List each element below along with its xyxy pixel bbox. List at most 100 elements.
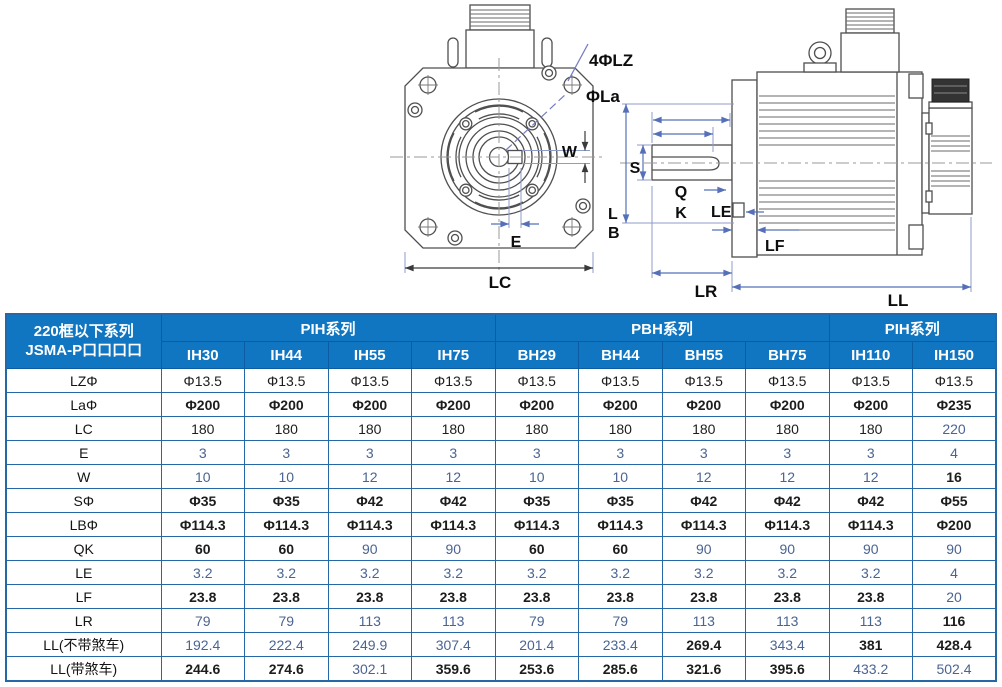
table-cell: 79 xyxy=(578,608,663,633)
table-cell: Φ35 xyxy=(244,488,329,513)
table-cell: 3 xyxy=(494,440,579,465)
model-header: IH44 xyxy=(244,341,329,369)
table-cell: Φ200 xyxy=(578,392,663,417)
table-cell: 23.8 xyxy=(327,584,412,609)
table-cell: Φ13.5 xyxy=(745,368,830,393)
table-cell: Φ35 xyxy=(494,488,579,513)
front-connector xyxy=(447,4,553,69)
dim-lr xyxy=(651,186,733,292)
table-cell: 90 xyxy=(411,536,496,561)
table-cell: Φ13.5 xyxy=(244,368,329,393)
table-cell: 79 xyxy=(160,608,245,633)
label-k-dim: K xyxy=(675,205,687,222)
label-lr-dim: LR xyxy=(695,282,718,301)
table-cell: 79 xyxy=(244,608,329,633)
table-cell: 269.4 xyxy=(661,632,746,657)
table-cell: Φ114.3 xyxy=(327,512,412,537)
label-b-dim: B xyxy=(608,225,620,242)
table-cell: Φ114.3 xyxy=(494,512,579,537)
table-cell: Φ42 xyxy=(828,488,913,513)
table-cell: 3 xyxy=(745,440,830,465)
flange-screws xyxy=(459,117,539,197)
table-cell: Φ114.3 xyxy=(578,512,663,537)
motor-side-view xyxy=(620,8,992,292)
table-cell: 433.2 xyxy=(828,656,913,682)
table-cell: 23.8 xyxy=(244,584,329,609)
table-cell: 12 xyxy=(661,464,746,489)
row-label: LE xyxy=(5,560,162,585)
table-cell: 113 xyxy=(661,608,746,633)
table-cell: 23.8 xyxy=(494,584,579,609)
table-cell: 23.8 xyxy=(661,584,746,609)
table-cell: Φ235 xyxy=(912,392,997,417)
table-cell: 249.9 xyxy=(327,632,412,657)
row-label: LC xyxy=(5,416,162,441)
table-cell: Φ55 xyxy=(912,488,997,513)
table-cell: 274.6 xyxy=(244,656,329,682)
table-cell: Φ13.5 xyxy=(411,368,496,393)
table-cell: 302.1 xyxy=(327,656,412,682)
table-cell: 90 xyxy=(912,536,997,561)
table-cell: Φ200 xyxy=(411,392,496,417)
dimension-drawing: 4ΦLZ ΦLa W E LC S Q K LE L B LF LR LL xyxy=(390,4,992,310)
table-cell: 180 xyxy=(411,416,496,441)
table-cell: 3.2 xyxy=(244,560,329,585)
row-label: QK xyxy=(5,536,162,561)
table-cell: Φ42 xyxy=(327,488,412,513)
model-header: BH44 xyxy=(578,341,663,369)
table-cell: 3.2 xyxy=(327,560,412,585)
table-cell: 3.2 xyxy=(745,560,830,585)
table-cell: 23.8 xyxy=(745,584,830,609)
table-cell: 3.2 xyxy=(411,560,496,585)
group-header-pih: PIH系列 xyxy=(160,313,496,342)
table-cell: Φ42 xyxy=(745,488,830,513)
table-cell: 180 xyxy=(160,416,245,441)
table-cell: Φ114.3 xyxy=(411,512,496,537)
label-ll-dim: LL xyxy=(888,291,909,310)
mounting-holes xyxy=(418,75,582,237)
table-cell: 90 xyxy=(661,536,746,561)
table-cell: Φ42 xyxy=(411,488,496,513)
label-l-dim: L xyxy=(608,206,618,223)
label-phila-dim: ΦLa xyxy=(586,87,620,106)
table-cell: Φ114.3 xyxy=(828,512,913,537)
model-header: IH150 xyxy=(912,341,997,369)
row-label: LZΦ xyxy=(5,368,162,393)
group-header-pbh: PBH系列 xyxy=(494,313,830,342)
table-cell: Φ13.5 xyxy=(828,368,913,393)
table-cell: 23.8 xyxy=(411,584,496,609)
table-cell: 12 xyxy=(327,464,412,489)
table-cell: 3.2 xyxy=(828,560,913,585)
row-label: LR xyxy=(5,608,162,633)
table-cell: 220 xyxy=(912,416,997,441)
motor-front-view xyxy=(390,4,606,273)
table-cell: 3 xyxy=(661,440,746,465)
guide-pin xyxy=(541,37,553,68)
label-s-dim: S xyxy=(630,160,641,177)
table-header-groups: 220框以下系列 JSMA-P口口口口 PIH系列 PBH系列 PIH系列 xyxy=(5,313,997,369)
table-cell: 3 xyxy=(160,440,245,465)
table-cell: 180 xyxy=(494,416,579,441)
table-cell: 359.6 xyxy=(411,656,496,682)
dim-s xyxy=(637,144,652,181)
table-cell: Φ13.5 xyxy=(160,368,245,393)
table-cell: 307.4 xyxy=(411,632,496,657)
guide-pin xyxy=(447,37,459,68)
table-cell: 343.4 xyxy=(745,632,830,657)
table-cell: 60 xyxy=(494,536,579,561)
table-cell: 180 xyxy=(745,416,830,441)
table-cell: 428.4 xyxy=(912,632,997,657)
table-cell: Φ42 xyxy=(661,488,746,513)
table-cell: Φ200 xyxy=(828,392,913,417)
table-cell: 180 xyxy=(327,416,412,441)
